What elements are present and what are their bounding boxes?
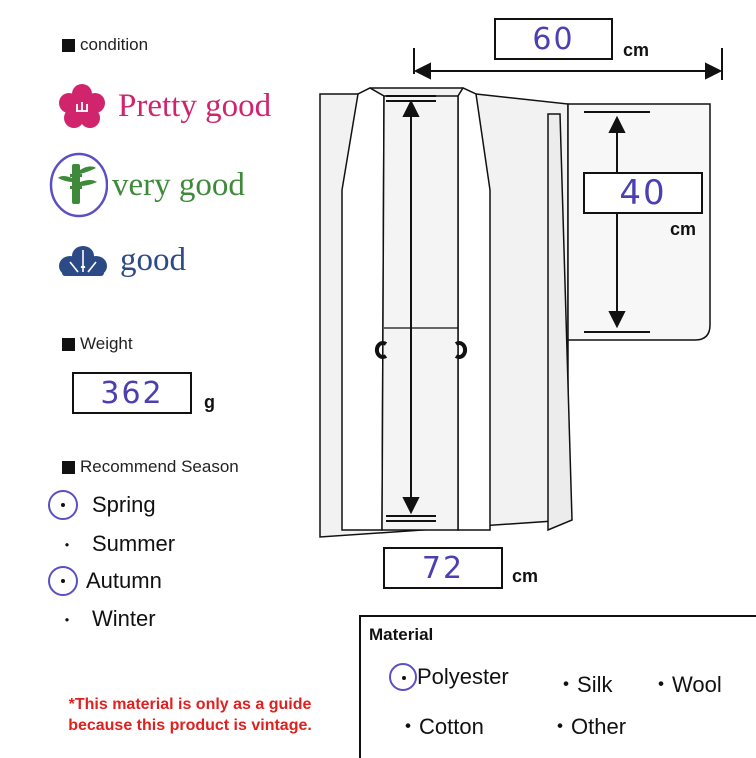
season-item-winter: ・ Winter	[58, 606, 156, 631]
bullet-square	[62, 460, 75, 474]
width-value-box: 60	[494, 18, 613, 60]
disclaimer-note: *This material is only as a guide becaus…	[68, 696, 312, 734]
material-item-silk: ・Silk	[555, 672, 613, 697]
sleeve-unit: cm	[670, 219, 697, 239]
rating-label: good	[120, 242, 186, 278]
season-heading: Recommend Season	[62, 457, 239, 477]
season-item-spring: Spring	[48, 490, 156, 520]
pine-icon	[59, 245, 107, 276]
bamboo-icon	[58, 164, 97, 204]
tie-ring	[454, 341, 468, 359]
material-item-other: ・Other	[549, 714, 627, 739]
width-unit: cm	[623, 40, 650, 60]
material-heading: Material	[369, 625, 434, 644]
season-item-summer: ・ Summer	[58, 531, 176, 556]
kimono-diagram	[319, 48, 723, 538]
rating-label: Pretty good	[118, 87, 272, 124]
width-arrow	[413, 48, 723, 80]
bullet-square	[62, 38, 75, 52]
selection-circle	[48, 152, 108, 218]
material-item-polyester: Polyester	[389, 663, 509, 691]
rating-good: good	[58, 242, 186, 279]
rating-pretty-good: Pretty good	[58, 84, 271, 128]
length-value-box: 72	[383, 547, 503, 589]
kimono-sleeve	[567, 103, 711, 341]
length-value: 72	[421, 550, 465, 586]
sleeve-value: 40	[619, 173, 667, 213]
plum-blossom-icon	[59, 84, 105, 128]
selection-circle	[48, 566, 78, 596]
weight-unit: g	[204, 392, 215, 412]
material-item-cotton: ・Cotton	[397, 714, 484, 739]
width-value: 60	[532, 21, 575, 57]
bullet-square	[62, 337, 75, 351]
material-panel: Material Polyester ・Silk ・Wool ・Cotton ・…	[359, 615, 756, 758]
weight-value-box: 362	[72, 372, 192, 414]
material-item-wool: ・Wool	[650, 672, 722, 697]
selection-circle	[48, 490, 78, 520]
selection-circle	[389, 663, 417, 691]
length-unit: cm	[512, 566, 539, 586]
condition-heading: condition	[62, 35, 148, 55]
sleeve-arrow	[584, 111, 650, 333]
weight-heading: Weight	[62, 334, 133, 354]
sleeve-value-box: 40	[583, 172, 703, 214]
weight-value: 362	[100, 375, 164, 411]
season-item-autumn: Autumn	[48, 566, 162, 596]
rating-very-good: very good	[48, 152, 245, 218]
length-arrow	[386, 95, 436, 522]
tie-ring	[374, 341, 388, 359]
rating-label: very good	[112, 166, 245, 203]
